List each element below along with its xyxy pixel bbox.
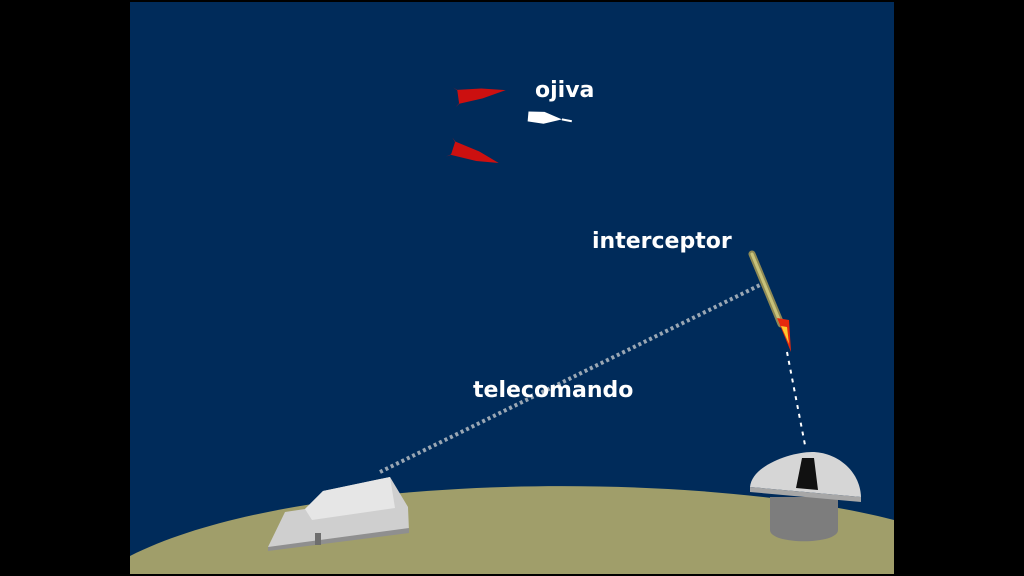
red-missile-icon — [452, 87, 506, 108]
red-missile-icon — [446, 137, 499, 164]
label-interceptor: interceptor — [592, 229, 732, 254]
label-telecommand: telecomando — [473, 378, 633, 403]
warhead-icon — [527, 111, 572, 124]
interceptor-trail — [786, 351, 806, 446]
label-warhead: ojiva — [535, 78, 594, 103]
command-building-icon — [268, 477, 409, 551]
interceptor-missile-icon — [748, 250, 791, 352]
telecommand-beam — [379, 283, 761, 474]
radar-dish-launcher-icon — [750, 452, 861, 542]
